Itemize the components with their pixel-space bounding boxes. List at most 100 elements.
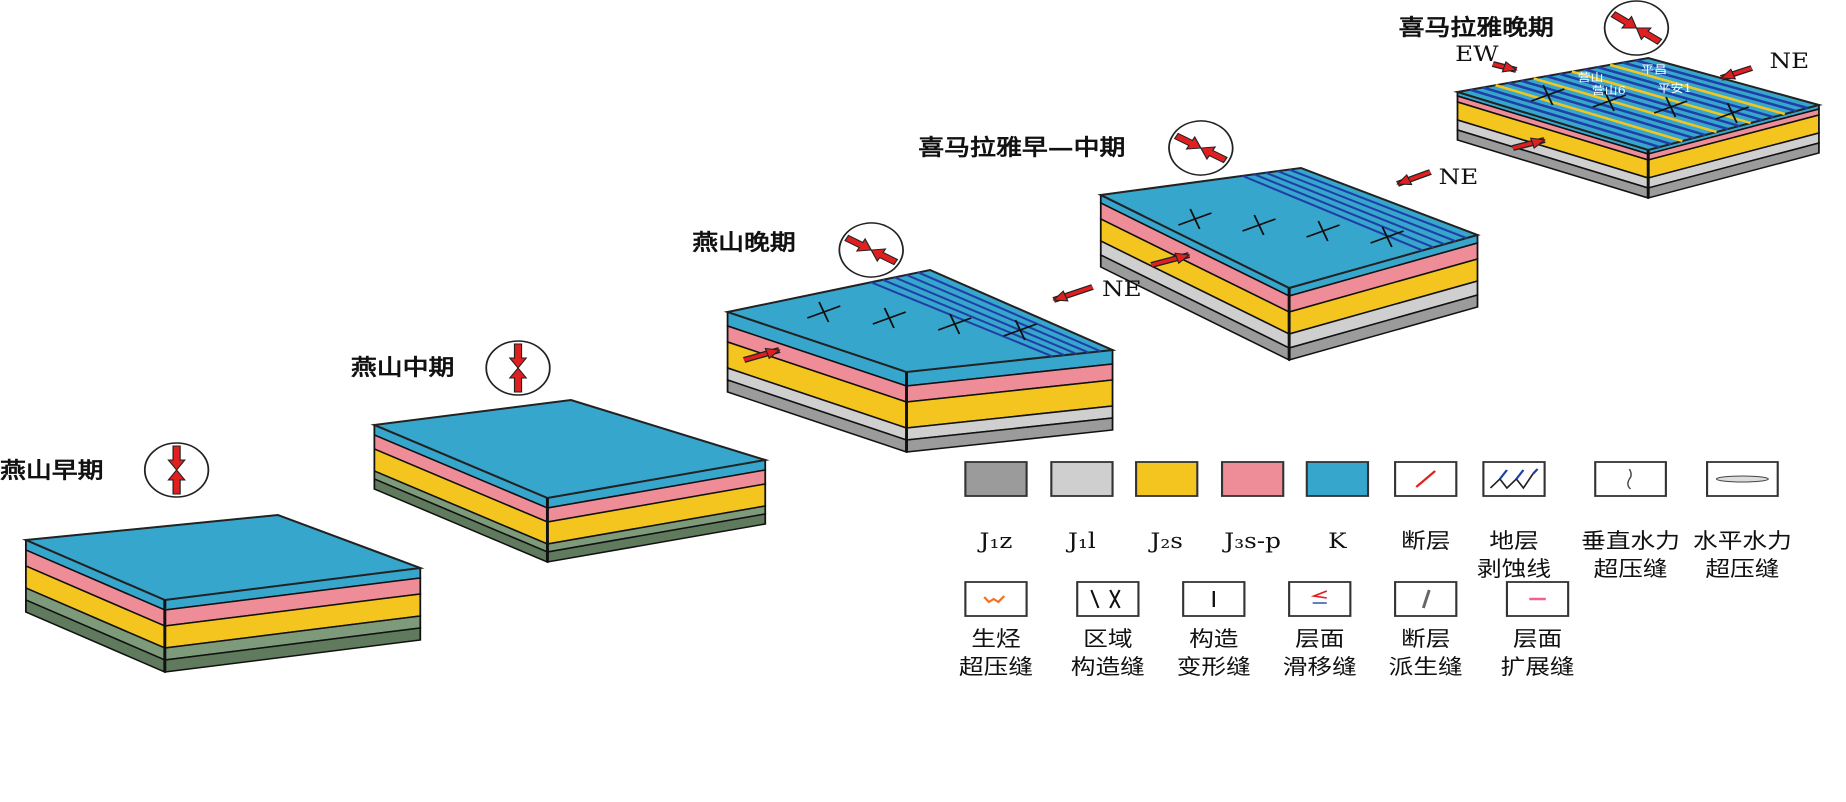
compression-arrow-icon bbox=[1199, 146, 1228, 164]
well-label: 营山6 bbox=[1592, 84, 1626, 97]
legend-label-line2: 超压缝 bbox=[1705, 558, 1779, 582]
legend-label-line2: 滑移缝 bbox=[1283, 656, 1357, 680]
block-top-surface bbox=[21, 513, 425, 602]
well-label: 平安1 bbox=[1658, 81, 1692, 95]
stress-direction-circle-icon bbox=[1168, 120, 1234, 176]
legend-swatch bbox=[1482, 461, 1546, 497]
derived-symbol-icon bbox=[1421, 589, 1431, 609]
legend-item-swatch: J₂s bbox=[1135, 461, 1199, 554]
fault-symbol-icon bbox=[1415, 470, 1436, 488]
erosion-line bbox=[1546, 74, 1729, 131]
stage-title-himalaya-late: 喜马拉雅晚期 bbox=[1399, 14, 1554, 41]
legend-swatch bbox=[1135, 461, 1199, 497]
ne-stress-arrow bbox=[1719, 65, 1754, 81]
legend-label: 垂直水力 bbox=[1581, 530, 1680, 554]
ne-stress-arrow bbox=[1052, 284, 1094, 303]
block-top-surface bbox=[1097, 166, 1481, 290]
compression-arrow-icon bbox=[844, 234, 873, 252]
legend-swatch bbox=[1050, 461, 1114, 497]
stress-arrow bbox=[742, 347, 781, 363]
legend-item-swatch: J₁z bbox=[964, 461, 1028, 554]
stage-title-himalaya-early-middle: 喜马拉雅早—中期 bbox=[918, 134, 1125, 161]
stratigraphic-block bbox=[1097, 166, 1481, 362]
erosion-line bbox=[882, 278, 1065, 357]
legend-label: 断层 bbox=[1401, 530, 1450, 554]
compression-arrow-icon bbox=[167, 445, 186, 471]
stage-title-yanshan-middle: 燕山中期 bbox=[351, 354, 455, 381]
legend-label: 生烃 bbox=[971, 628, 1020, 652]
legend-label-line2: 派生缝 bbox=[1389, 656, 1463, 680]
erosion-line bbox=[1533, 77, 1717, 134]
direction-label-ne: NE bbox=[1769, 50, 1809, 74]
compression-arrow-icon bbox=[508, 343, 528, 369]
erosion-line bbox=[1495, 84, 1683, 143]
direction-label-ew: EW bbox=[1455, 43, 1499, 67]
erosion-line bbox=[1622, 61, 1797, 113]
legend-label-line2: 构造缝 bbox=[1071, 656, 1145, 680]
legend-item-swatch: J₁l bbox=[1050, 461, 1114, 554]
regional-fracture bbox=[1178, 208, 1212, 230]
ew-stress-arrow bbox=[1491, 60, 1518, 73]
arrow-head bbox=[1719, 68, 1737, 80]
regional-fracture bbox=[872, 307, 907, 329]
stress-direction-circle-icon bbox=[143, 442, 210, 498]
vertical-hydro-symbol-icon bbox=[1627, 468, 1632, 490]
circle-outline bbox=[1603, 0, 1670, 56]
legend-label: 区域 bbox=[1083, 628, 1132, 652]
stress-arrow bbox=[1511, 137, 1546, 151]
legend-label: J₁l bbox=[1066, 530, 1096, 554]
legend-label: 层面 bbox=[1513, 628, 1562, 652]
horizontal-hydro-symbol-icon bbox=[1715, 475, 1769, 483]
compression-arrow-icon bbox=[1610, 11, 1638, 29]
legend-swatch bbox=[964, 461, 1028, 497]
legend-swatch bbox=[1305, 461, 1370, 497]
legend-label: J₃s-p bbox=[1222, 530, 1281, 554]
block-top-surface bbox=[723, 268, 1117, 374]
erosion-line bbox=[1507, 81, 1695, 140]
legend-label: J₂s bbox=[1148, 530, 1183, 554]
erosion-line bbox=[1469, 88, 1661, 149]
legend-label-line2: 超压缝 bbox=[959, 656, 1033, 680]
regional-fracture bbox=[937, 313, 972, 335]
legend-swatch bbox=[1220, 461, 1285, 497]
compression-arrow-icon bbox=[508, 367, 528, 393]
stress-direction-circle-icon bbox=[1603, 0, 1670, 56]
legend-item-fault: 断层 bbox=[1394, 461, 1458, 554]
erosion-line bbox=[1609, 63, 1786, 116]
legend-label: J₁z bbox=[977, 530, 1012, 554]
legend-swatch bbox=[964, 581, 1028, 617]
stratigraphic-block bbox=[370, 398, 770, 564]
direction-label-ne: NE bbox=[1102, 278, 1142, 302]
erosion-symbol-icon bbox=[1489, 468, 1539, 490]
compression-arrow-icon bbox=[870, 248, 899, 266]
compression-arrow-icon bbox=[167, 469, 186, 495]
arrow-head bbox=[1501, 60, 1518, 73]
arrow-head bbox=[1529, 137, 1546, 149]
legend-label-line2: 变形缝 bbox=[1177, 656, 1251, 680]
stage-title-yanshan-early: 燕山早期 bbox=[0, 457, 104, 484]
stratigraphic-block bbox=[1453, 56, 1823, 200]
legend-label-line2: 剥蚀线 bbox=[1477, 558, 1551, 582]
erosion-line bbox=[1288, 168, 1468, 240]
arrow-head bbox=[1396, 174, 1413, 186]
regional-fracture bbox=[806, 301, 841, 323]
legend-label: K bbox=[1328, 530, 1347, 554]
stratigraphic-block bbox=[723, 268, 1117, 454]
stress-direction-circle-icon bbox=[485, 340, 551, 396]
erosion-line bbox=[1253, 173, 1435, 249]
erosion-line bbox=[1265, 171, 1446, 246]
compression-arrow-icon bbox=[1635, 27, 1663, 45]
erosion-line bbox=[1635, 59, 1808, 110]
legend-label: 断层 bbox=[1401, 628, 1450, 652]
well-label: 平昌 bbox=[1641, 63, 1667, 76]
erosion-line bbox=[894, 276, 1078, 355]
erosion-line bbox=[1242, 174, 1424, 252]
